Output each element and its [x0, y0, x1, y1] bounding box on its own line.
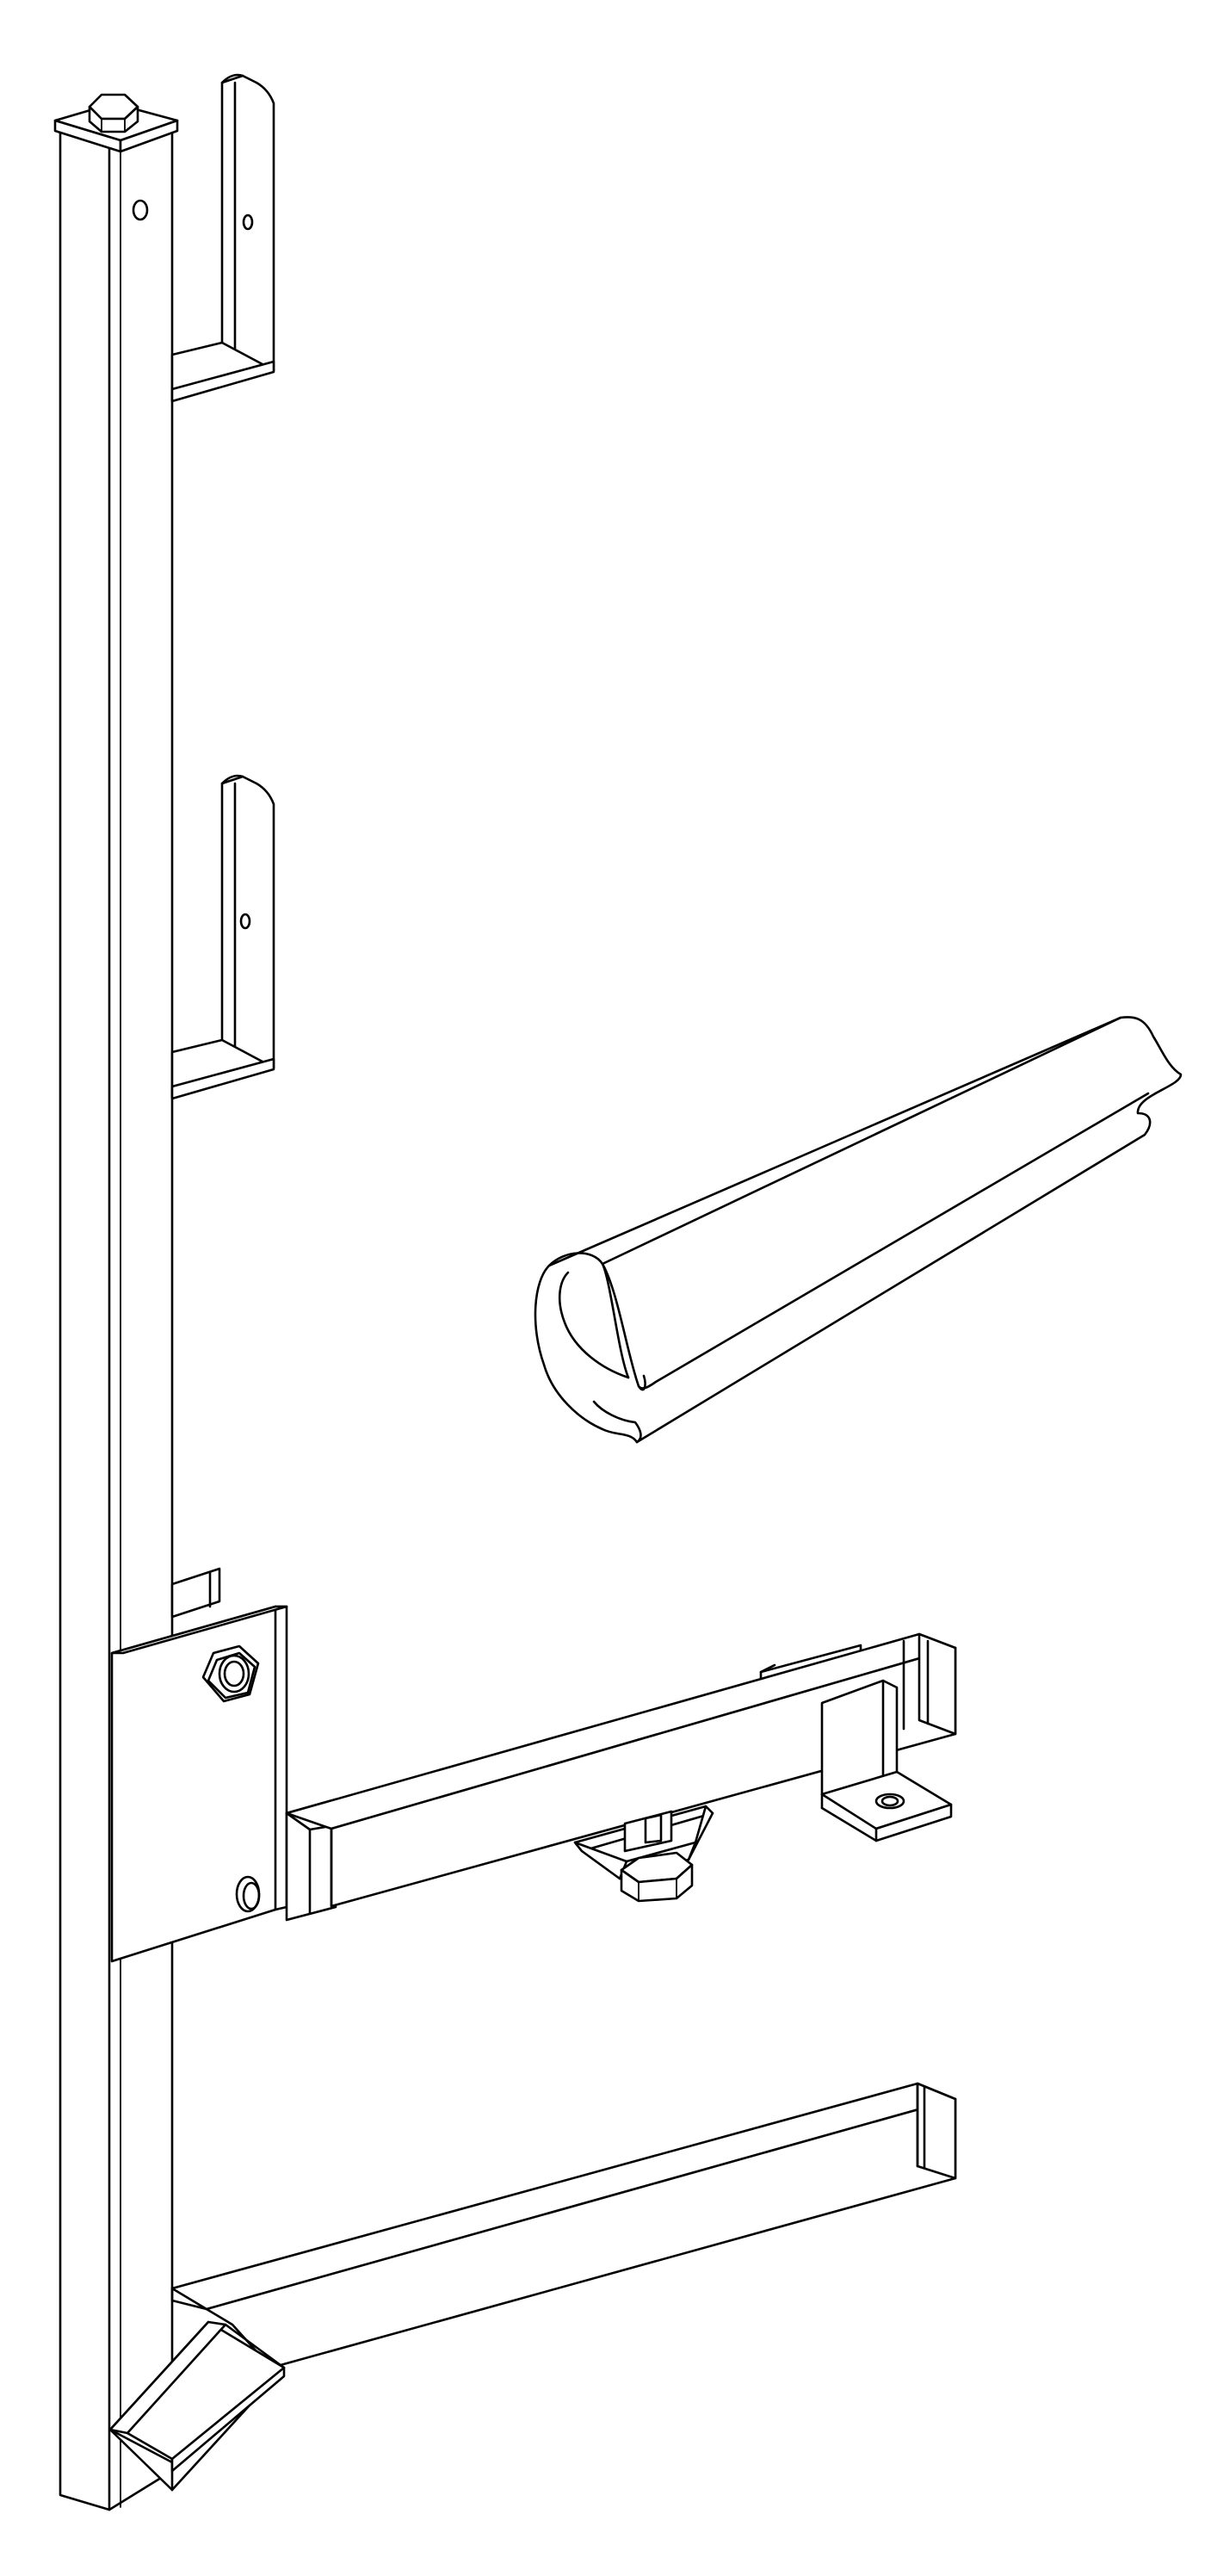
post-hole-upper — [132, 199, 149, 221]
horizontal-support-arm — [285, 1632, 957, 1922]
upper-u-bracket — [170, 73, 275, 403]
diagonal-brace — [108, 2320, 286, 2492]
foam-tube-sleeve — [534, 1016, 1183, 1444]
lower-base-arm — [170, 2082, 957, 2369]
middle-u-bracket — [170, 774, 275, 1100]
hanging-nut-bolt — [573, 1805, 714, 1903]
angle-foot-bracket — [820, 1679, 953, 1842]
vertical-square-post — [59, 121, 174, 2511]
post-top-cap-with-bolt — [53, 93, 179, 153]
clamp-plate-with-bolts — [110, 1567, 288, 1963]
